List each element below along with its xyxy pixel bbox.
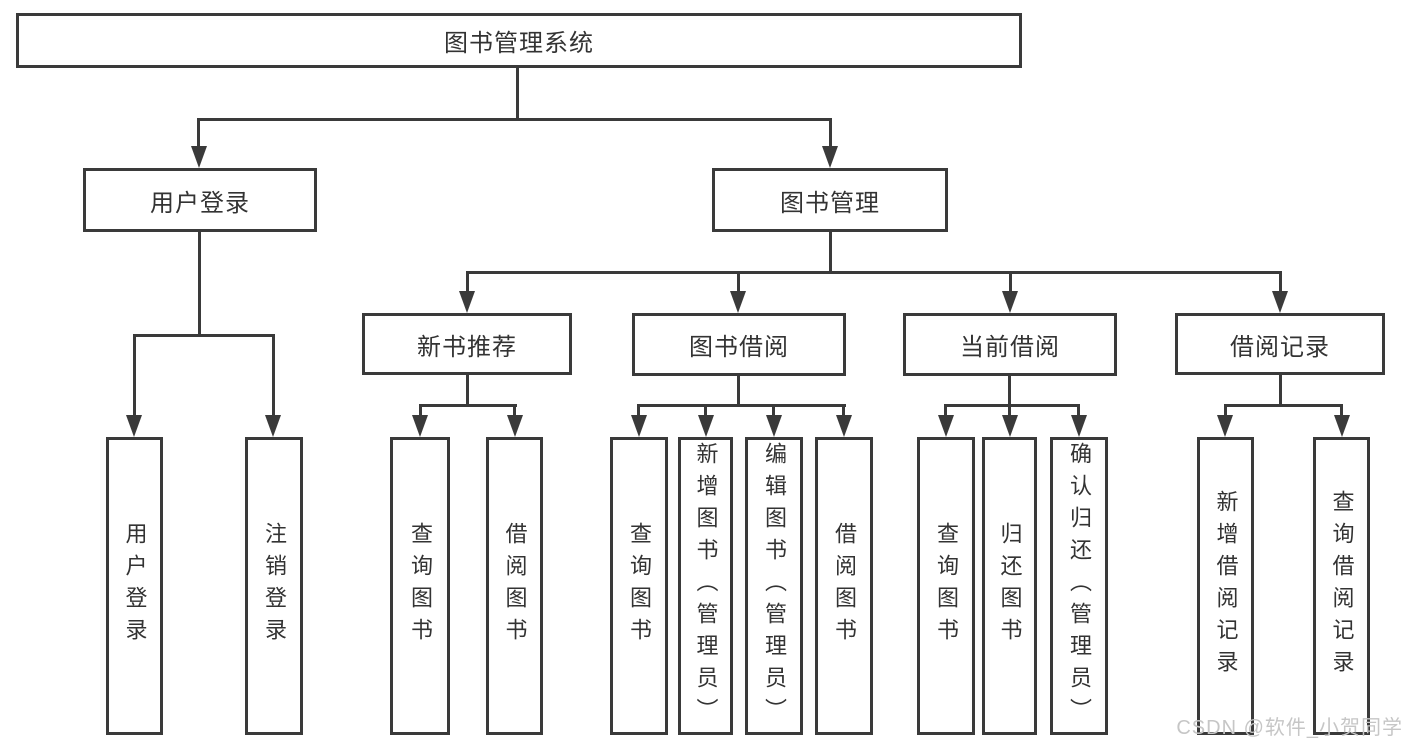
leaf-label: 确认归还（管理员） [1067,442,1092,730]
connector-line [1008,374,1011,407]
leaf-label: 注销登录 [262,522,287,650]
leaf-query-book-2: 查询图书 [610,437,668,735]
leaf-label: 查询借阅记录 [1329,490,1355,682]
connector-line [1008,404,1011,418]
arrow-down-icon [938,415,954,437]
connector-line [1279,374,1282,407]
arrow-down-icon [1002,415,1018,437]
arrow-down-icon [631,415,647,437]
connector-line [513,404,516,418]
connector-line [829,118,832,148]
leaf-user-login: 用户登录 [106,437,163,735]
connector-line [197,118,200,148]
leaf-query-borrow-record: 查询借阅记录 [1313,437,1370,735]
connector-line [198,118,832,121]
connector-line [772,404,775,418]
leaf-label: 查询图书 [627,522,652,650]
arrow-down-icon [265,415,281,437]
arrow-down-icon [1334,415,1350,437]
csdn-watermark: CSDN @软件_小贺同学 [1176,717,1403,739]
connector-line [1009,271,1012,294]
leaf-label: 用户登录 [122,522,148,650]
arrow-down-icon [1272,291,1288,313]
arrow-down-icon [1217,415,1233,437]
node-label: 当前借阅 [960,334,1060,361]
connector-line [737,374,740,407]
connector-line [637,404,640,418]
leaf-label: 查询图书 [934,522,959,650]
connector-line [704,404,707,418]
connector-line [944,404,947,418]
leaf-borrow-book-1: 借阅图书 [486,437,543,735]
node-root-label: 图书管理系统 [444,30,594,57]
leaf-label: 借阅图书 [502,522,528,650]
connector-line [516,66,519,120]
connector-line [198,231,201,336]
node-label: 图书借阅 [689,334,789,361]
node-new-book-recommend: 新书推荐 [362,313,572,375]
connector-line [133,334,136,417]
leaf-label: 归还图书 [997,522,1023,650]
leaf-add-book-admin: 新增图书（管理员） [678,437,733,735]
arrow-down-icon [1071,415,1087,437]
arrow-down-icon [836,415,852,437]
node-label: 新书推荐 [417,333,517,361]
leaf-label: 查询图书 [408,522,433,650]
arrow-down-icon [766,415,782,437]
node-label: 图书管理 [780,189,880,217]
connector-line [1340,404,1343,418]
connector-line [272,334,275,417]
connector-line [1224,404,1343,407]
connector-line [842,404,845,418]
leaf-add-borrow-record: 新增借阅记录 [1197,437,1254,735]
arrow-down-icon [698,415,714,437]
connector-line [1224,404,1227,418]
node-label: 用户登录 [150,189,250,217]
leaf-label: 编辑图书（管理员） [762,442,787,730]
arrow-down-icon [1002,291,1018,313]
connector-line [944,404,1080,407]
connector-line [1077,404,1080,418]
connector-line [419,404,517,407]
connector-line [466,374,469,407]
leaf-query-book-3: 查询图书 [917,437,975,735]
node-root: 图书管理系统 [16,13,1022,68]
connector-line [829,231,832,274]
leaf-return-book: 归还图书 [982,437,1037,735]
node-label: 借阅记录 [1230,333,1330,361]
arrow-down-icon [191,146,207,168]
connector-line [466,271,1282,274]
connector-line [466,271,469,294]
leaf-label: 新增图书（管理员） [693,442,719,730]
node-book-management: 图书管理 [712,168,948,232]
arrow-down-icon [126,415,142,437]
arrow-down-icon [822,146,838,168]
leaf-borrow-book-2: 借阅图书 [815,437,873,735]
arrow-down-icon [507,415,523,437]
node-current-borrow: 当前借阅 [903,313,1117,376]
connector-line [638,404,846,407]
leaf-query-book-1: 查询图书 [390,437,450,735]
connector-line [133,334,275,337]
leaf-confirm-return-admin: 确认归还（管理员） [1050,437,1108,735]
arrow-down-icon [730,291,746,313]
arrow-down-icon [459,291,475,313]
node-borrow-record: 借阅记录 [1175,313,1385,375]
node-book-borrow: 图书借阅 [632,313,846,376]
connector-line [419,404,422,418]
connector-line [737,271,740,294]
leaf-label: 借阅图书 [832,522,857,650]
leaf-logout: 注销登录 [245,437,303,735]
connector-line [1279,271,1282,294]
arrow-down-icon [412,415,428,437]
leaf-label: 新增借阅记录 [1213,490,1239,682]
node-user-login: 用户登录 [83,168,317,232]
leaf-edit-book-admin: 编辑图书（管理员） [745,437,803,735]
